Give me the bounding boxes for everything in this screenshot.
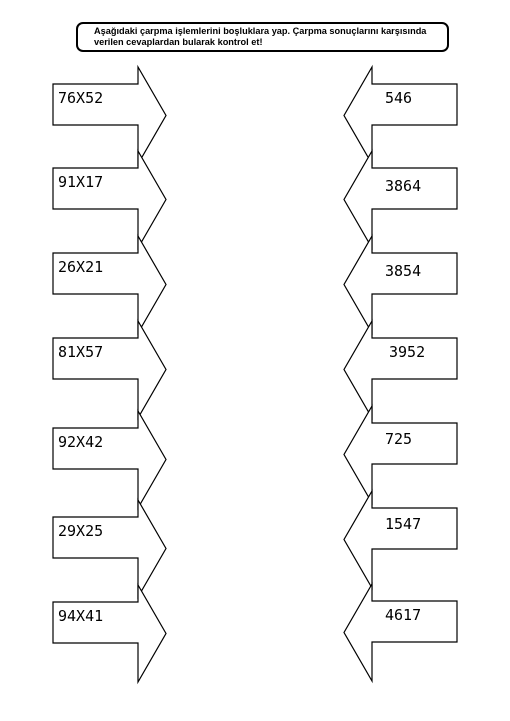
answer-label: 3952: [389, 343, 426, 361]
answer-arrow-1: [343, 64, 458, 167]
problem-label: 29X25: [58, 522, 104, 540]
problem-arrow-2: [52, 148, 167, 251]
problem-arrow-3: [52, 233, 167, 336]
instruction-text: Aşağıdaki çarpma işlemlerini boşluklara …: [94, 26, 427, 47]
answer-label: 546: [385, 89, 413, 107]
answer-label: 4617: [385, 606, 422, 624]
answer-label: 1547: [385, 515, 422, 533]
problem-arrow-1: [52, 64, 167, 167]
problem-arrow-5: [52, 408, 167, 511]
problem-arrow-4: [52, 318, 167, 421]
answer-arrow-5: [343, 403, 458, 506]
problem-label: 76X52: [58, 89, 104, 107]
instruction-box: Aşağıdaki çarpma işlemlerini boşluklara …: [76, 22, 449, 52]
problem-label: 91X17: [58, 173, 104, 191]
answer-arrow-3: [343, 233, 458, 336]
problem-label: 26X21: [58, 258, 104, 276]
answer-arrow-2: [343, 148, 458, 251]
problem-label: 92X42: [58, 433, 104, 451]
problem-arrow-7: [52, 582, 167, 685]
answer-arrow-6: [343, 488, 458, 591]
problem-label: 94X41: [58, 607, 104, 625]
answer-label: 3854: [385, 262, 422, 280]
problem-label: 81X57: [58, 343, 104, 361]
answer-arrow-7: [343, 581, 458, 684]
answer-label: 3864: [385, 177, 422, 195]
answer-label: 725: [385, 430, 413, 448]
answer-arrow-4: [343, 318, 458, 421]
problem-arrow-6: [52, 497, 167, 600]
